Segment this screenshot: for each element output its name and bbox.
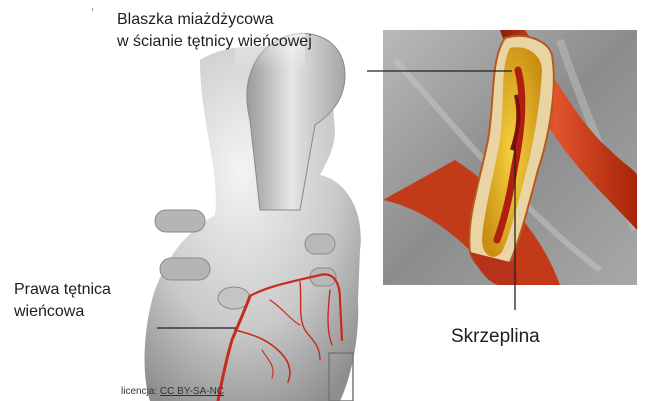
plaque-label: Blaszka miażdżycowa w ścianie tętnicy wi… — [117, 9, 312, 53]
rca-label-line2: wieńcowa — [14, 301, 111, 323]
clot-label: Skrzeplina — [451, 325, 540, 349]
license-note: licencja: CC BY-SA-NC — [121, 386, 224, 398]
heart-illustration — [145, 0, 361, 401]
right-coronary-artery-label: Prawa tętnica wieńcowa — [14, 279, 111, 323]
plaque-label-line1: Blaszka miażdżycowa — [117, 9, 312, 31]
rca-label-line1: Prawa tętnica — [14, 279, 111, 301]
plaque-label-line2: w ścianie tętnicy wieńcowej — [117, 31, 312, 53]
magnified-panel — [383, 30, 637, 285]
license-prefix: licencja: — [121, 386, 157, 397]
license-link[interactable]: CC BY-SA-NC — [160, 386, 224, 397]
